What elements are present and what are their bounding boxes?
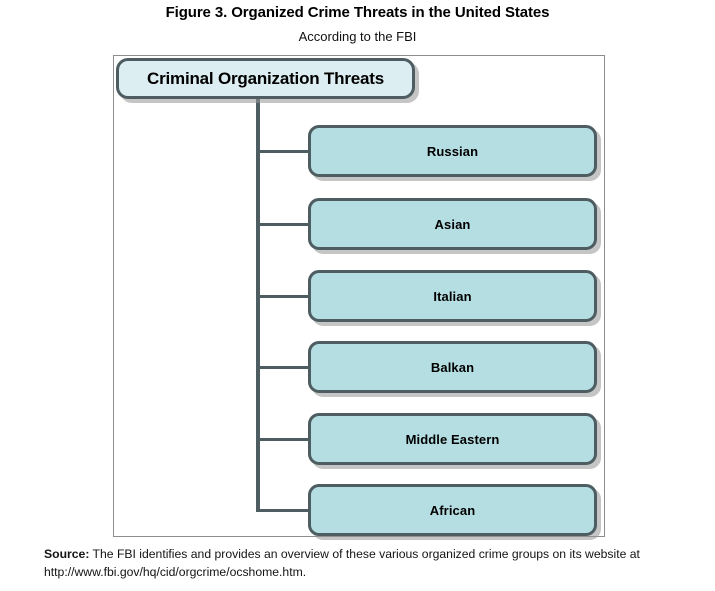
node-italian[interactable]: Italian — [308, 270, 597, 322]
source-label: Source: — [44, 547, 90, 561]
node-label: Asian — [434, 216, 471, 232]
node-label: African — [429, 502, 476, 518]
figure-title: Figure 3. Organized Crime Threats in the… — [165, 4, 550, 21]
node-african[interactable]: African — [308, 484, 597, 536]
branch-connector-balkan — [256, 366, 310, 369]
source-url: http://www.fbi.gov/hq/cid/orgcrime/ocsho… — [44, 564, 307, 579]
branch-connector-asian — [256, 223, 310, 226]
node-root-label: Criminal Organization Threats — [147, 68, 384, 88]
branch-connector-african — [256, 509, 310, 512]
source-note: Source: The FBI identifies and provides … — [44, 546, 694, 581]
node-label: Balkan — [430, 359, 475, 375]
branch-connector-italian — [256, 295, 310, 298]
node-label: Middle Eastern — [405, 431, 500, 447]
tree-trunk-connector — [256, 95, 260, 510]
node-middle-eastern[interactable]: Middle Eastern — [308, 413, 597, 465]
node-russian[interactable]: Russian — [308, 125, 597, 177]
node-criminal-organization-threats[interactable]: Criminal Organization Threats — [116, 58, 415, 99]
source-text: The FBI identifies and provides an overv… — [89, 547, 640, 561]
branch-connector-russian — [256, 150, 310, 153]
node-label: Russian — [426, 143, 479, 159]
node-label: Italian — [433, 288, 472, 304]
figure-subtitle: According to the FBI — [298, 29, 417, 44]
branch-connector-middle-eastern — [256, 438, 310, 441]
node-balkan[interactable]: Balkan — [308, 341, 597, 393]
node-asian[interactable]: Asian — [308, 198, 597, 250]
